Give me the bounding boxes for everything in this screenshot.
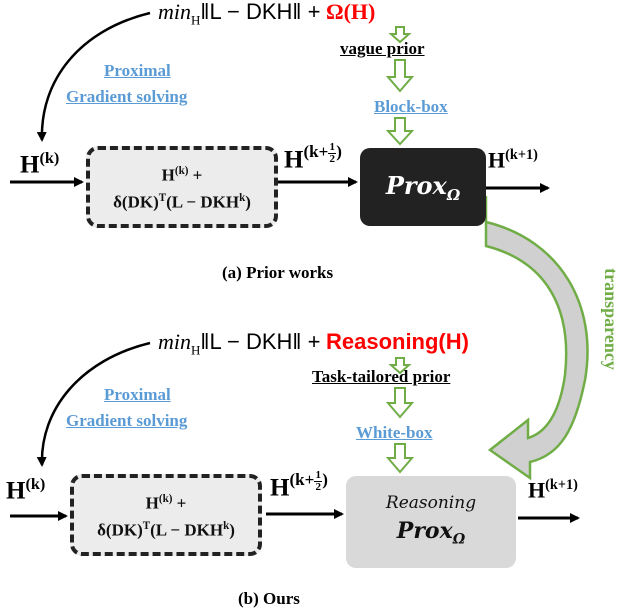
bottom-h-out: H(k+1): [528, 477, 578, 503]
bottom-green-arrow-2: [385, 387, 415, 419]
bottom-reasoning-prox-box: Reasoning ProxΩ: [346, 476, 516, 568]
top-green-arrow-2: [385, 59, 415, 93]
top-h-out: H(k+1): [488, 147, 538, 173]
top-caption: (a) Prior works: [222, 263, 334, 282]
bottom-box-label: White-box: [356, 423, 433, 442]
top-solver-curve-arrow: [36, 11, 151, 142]
top-regularizer: Ω(H): [325, 0, 376, 24]
bottom-gradient-step-box: H(k) + δ(DK)T(L − DKHk): [70, 474, 262, 556]
bottom-green-arrow-3: [385, 443, 415, 474]
bottom-caption: (b) Ours: [238, 589, 300, 608]
bottom-prior-label: Task-tailored prior: [312, 367, 451, 386]
top-green-arrow-3: [385, 117, 415, 146]
top-h-in: H(k): [20, 149, 60, 179]
top-gradient-step-box: H(k) + δ(DK)T(L − DKHk): [86, 146, 278, 228]
bottom-solver-curve-arrow: [36, 341, 151, 467]
top-solver-line2: Gradient solving: [66, 87, 188, 106]
transparency-label: transparency: [600, 268, 621, 370]
top-green-arrow-1: [388, 26, 412, 44]
top-solver-line1: Proximal: [104, 61, 171, 80]
top-box-label: Block-box: [374, 97, 448, 116]
bottom-solver-line2: Gradient solving: [66, 411, 188, 430]
top-equation: minH‖L − DKH‖ + Ω(H): [158, 0, 376, 28]
top-prior-label: vague prior: [340, 39, 425, 58]
bottom-green-arrow-1: [388, 357, 412, 375]
bottom-solver-line1: Proximal: [104, 385, 171, 404]
bottom-regularizer: Reasoning(H): [325, 329, 469, 354]
transparency-curved-arrow: [484, 196, 589, 481]
bottom-equation: minH‖L − DKH‖ + Reasoning(H): [158, 329, 469, 358]
top-prox-operator-box: ProxΩ: [360, 148, 486, 226]
bottom-h-in: H(k): [6, 475, 46, 505]
